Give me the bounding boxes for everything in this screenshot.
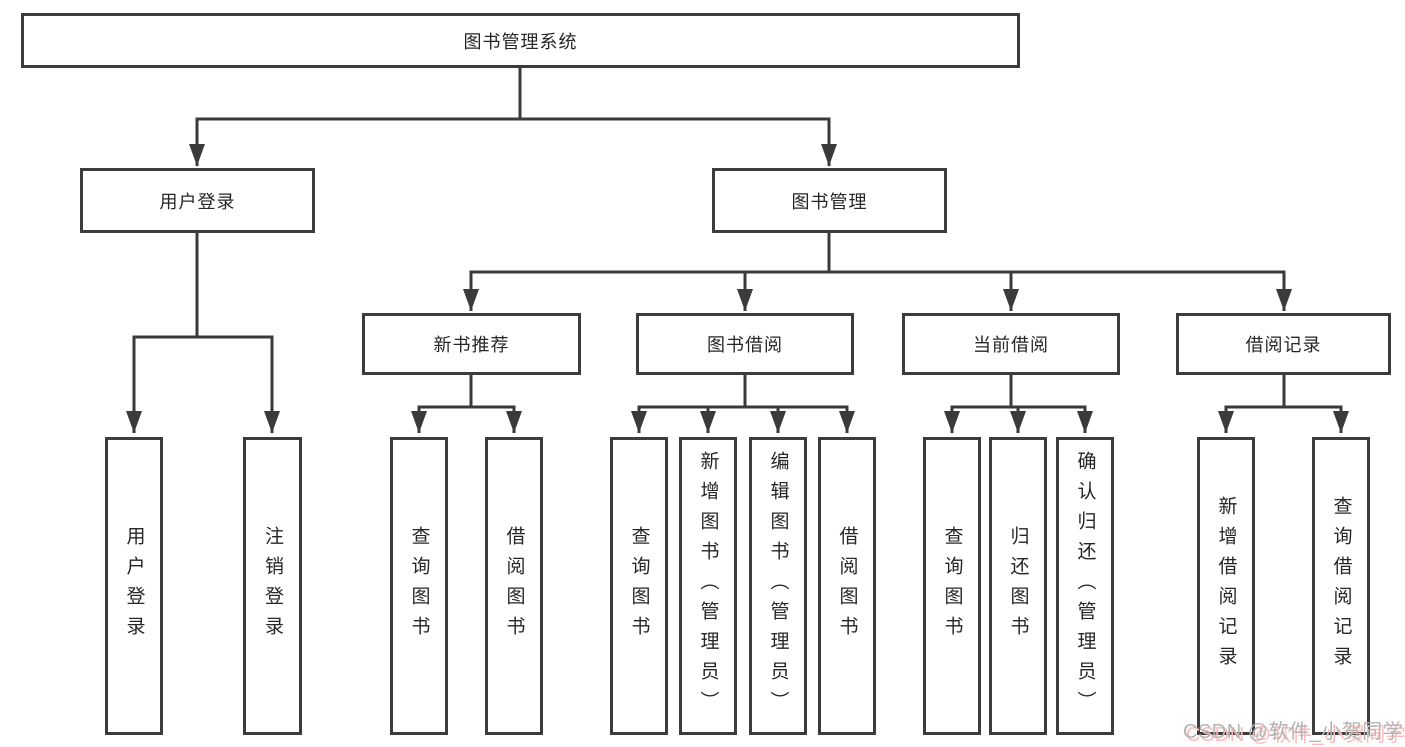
leaf-borrow-borrow-label: 借阅图书 <box>836 526 858 646</box>
csdn-watermark: CSDN @软件_小贺同学 <box>1183 721 1404 743</box>
leaf-user-login-label: 用户登录 <box>123 526 145 646</box>
node-book-mgmt-label: 图书管理 <box>791 191 868 212</box>
leaf-current-query: 查询图书 <box>923 437 981 735</box>
leaf-current-query-label: 查询图书 <box>941 526 963 646</box>
leaf-borrow-query-label: 查询图书 <box>628 526 650 646</box>
leaf-borrow-add-admin: 新增图书（管理员） <box>679 437 737 735</box>
leaf-user-login: 用户登录 <box>105 437 163 735</box>
leaf-borrow-query: 查询图书 <box>610 437 668 735</box>
node-new-books-label: 新书推荐 <box>433 335 510 355</box>
node-user-login: 用户登录 <box>80 168 315 233</box>
connector-new-books-split <box>411 373 522 433</box>
leaf-new-books-borrow: 借阅图书 <box>485 437 543 735</box>
node-root-label: 图书管理系统 <box>463 31 578 52</box>
connector-user-login-split <box>126 231 280 433</box>
leaf-borrow-borrow: 借阅图书 <box>818 437 876 735</box>
node-book-borrow: 图书借阅 <box>636 313 854 375</box>
leaf-borrow-add-admin-label: 新增图书（管理员） <box>697 451 719 721</box>
leaf-new-books-query-label: 查询图书 <box>408 526 430 646</box>
leaf-borrow-edit-admin: 编辑图书（管理员） <box>749 437 807 735</box>
leaf-current-return: 归还图书 <box>989 437 1047 735</box>
leaf-records-add: 新增借阅记录 <box>1197 437 1255 735</box>
leaf-current-confirm-admin: 确认归还（管理员） <box>1056 437 1114 735</box>
leaf-records-query-label: 查询借阅记录 <box>1330 496 1352 676</box>
node-borrow-records: 借阅记录 <box>1176 313 1391 375</box>
leaf-current-return-label: 归还图书 <box>1007 526 1029 646</box>
leaf-records-add-label: 新增借阅记录 <box>1215 496 1237 676</box>
connector-root-split <box>189 66 837 166</box>
leaf-logout-label: 注销登录 <box>262 526 283 646</box>
node-book-borrow-label: 图书借阅 <box>707 335 783 355</box>
leaf-current-confirm-admin-label: 确认归还（管理员） <box>1074 451 1096 721</box>
connector-current-borrow-split <box>944 373 1093 433</box>
connector-book-mgmt-split <box>463 231 1292 311</box>
connector-book-borrow-split <box>631 373 855 433</box>
connector-borrow-records-split <box>1218 373 1349 433</box>
node-new-books: 新书推荐 <box>362 313 581 375</box>
leaf-new-books-borrow-label: 借阅图书 <box>503 526 525 646</box>
leaf-borrow-edit-admin-label: 编辑图书（管理员） <box>767 451 789 721</box>
node-user-login-label: 用户登录 <box>159 191 236 212</box>
node-book-mgmt: 图书管理 <box>712 168 947 233</box>
node-current-borrow: 当前借阅 <box>902 313 1120 375</box>
leaf-records-query: 查询借阅记录 <box>1312 437 1370 735</box>
node-root: 图书管理系统 <box>21 13 1020 68</box>
leaf-new-books-query: 查询图书 <box>390 437 448 735</box>
leaf-logout: 注销登录 <box>243 437 302 735</box>
node-borrow-records-label: 借阅记录 <box>1245 335 1322 355</box>
node-current-borrow-label: 当前借阅 <box>973 335 1049 355</box>
